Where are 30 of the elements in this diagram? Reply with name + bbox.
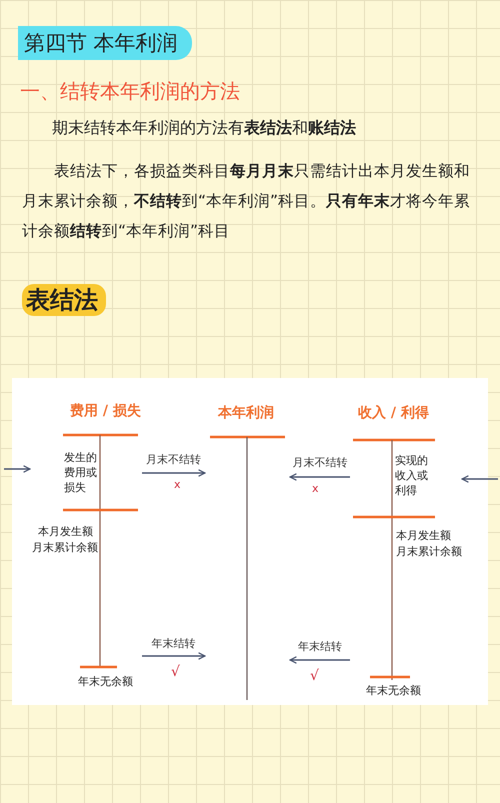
check-mark: √	[171, 664, 180, 680]
account-title: 本年利润	[218, 404, 274, 422]
account-entry: 月末累计余额	[32, 540, 98, 555]
arrow	[289, 473, 350, 481]
arrow	[142, 652, 206, 660]
account-title: 收入 / 利得	[358, 404, 429, 422]
account-entry: 本月发生额	[38, 524, 93, 539]
edge-label: 年末结转	[150, 636, 196, 651]
edge-label: 月末不结转	[145, 452, 202, 467]
section-heading: 表结法	[22, 284, 106, 316]
section-heading: 一、结转本年利润的方法	[20, 78, 240, 105]
paragraph: 期末结转本年利润的方法有表结法和账结法	[52, 118, 356, 139]
account-title: 费用 / 损失	[70, 402, 141, 420]
cross-mark: x	[174, 478, 181, 491]
check-mark: √	[310, 668, 319, 684]
edge-label: 月末不结转	[292, 455, 348, 470]
arrow	[4, 465, 31, 473]
account-entry: 发生的费用或损失	[64, 450, 98, 495]
account-entry: 实现的收入或利得	[395, 453, 429, 498]
account-entry: 月末累计余额	[396, 544, 462, 559]
arrow	[289, 656, 350, 664]
paragraph: 表结法下，各损益类科目每月月末只需结计出本月发生额和月末累计余额，不结转到“本年利润”科目。只有年末才将今年累计余额结转到“本年利润”科目	[22, 161, 472, 242]
account-entry: 年末无余额	[78, 674, 133, 689]
arrow	[142, 469, 206, 477]
cross-mark: x	[312, 482, 319, 495]
account-entry: 本月发生额	[396, 528, 451, 543]
arrow	[461, 475, 498, 483]
account-entry: 年末无余额	[366, 683, 421, 698]
page-title: 第四节 本年利润	[18, 26, 192, 60]
edge-label: 年末结转	[297, 639, 343, 654]
